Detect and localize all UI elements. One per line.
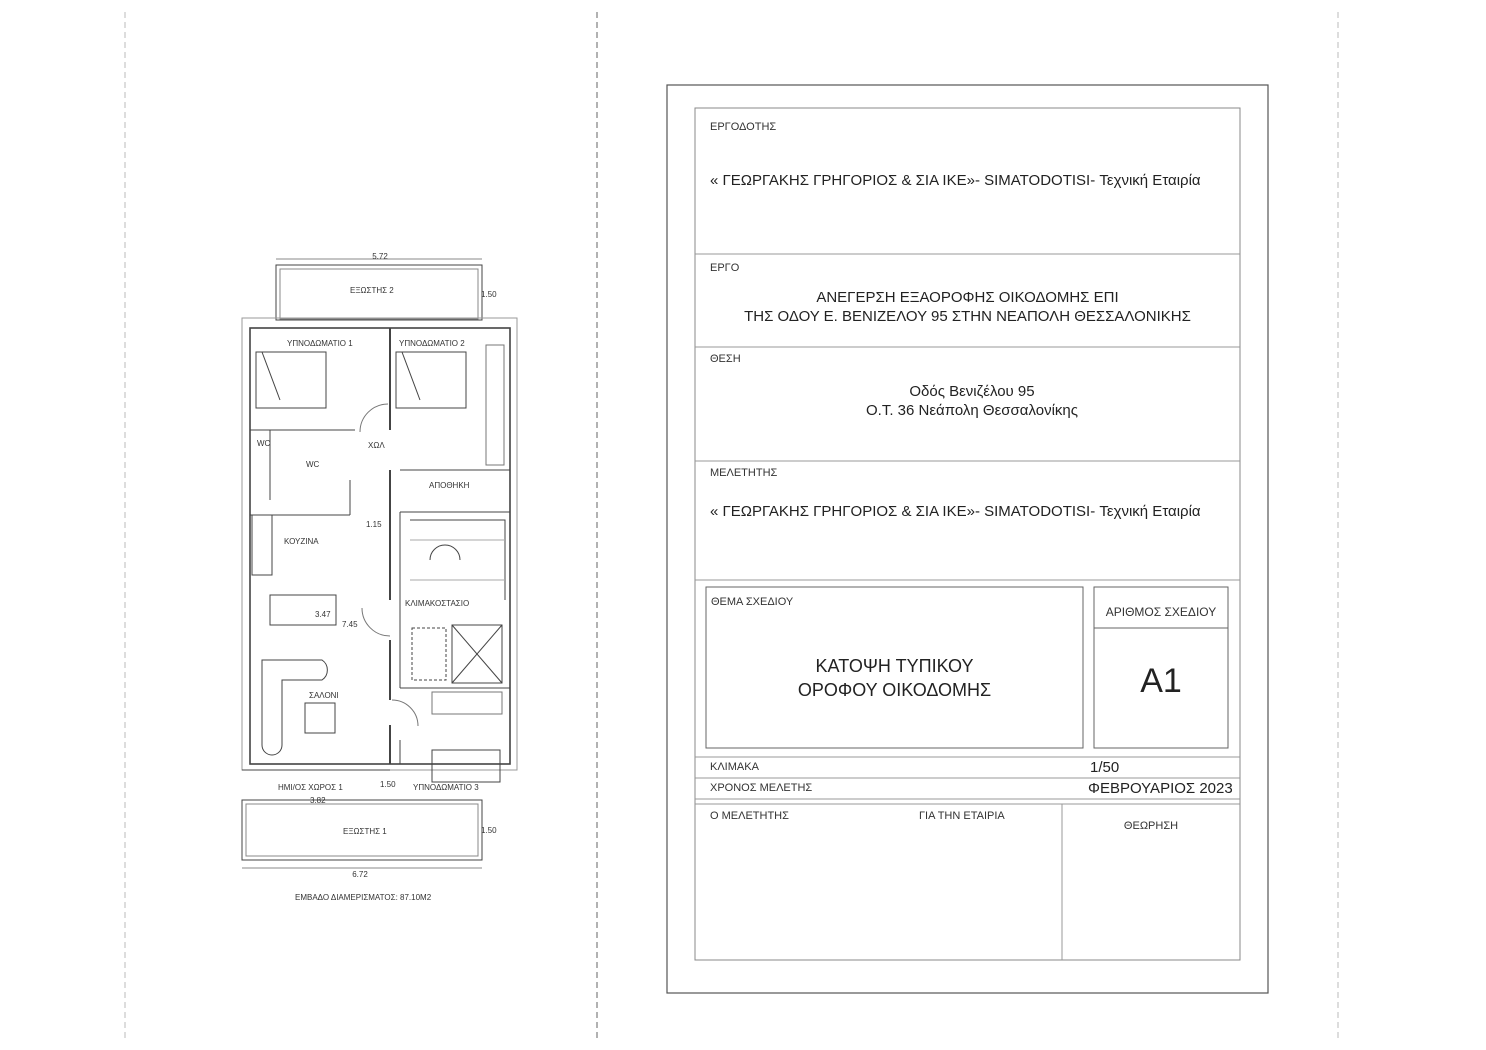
room-balcony-2: ΕΞΩΣΤΗΣ 2 [350, 286, 394, 295]
bed-3 [431, 749, 501, 783]
door-swing [359, 403, 389, 433]
title-block-outer [666, 84, 1269, 994]
room-storage: ΑΠΟΘΗΚΗ [429, 481, 470, 490]
wardrobe [485, 344, 505, 466]
dim-kitchen: 3.47 [315, 610, 331, 619]
building-inner-wall [249, 327, 511, 765]
balcony-2-outline [275, 264, 483, 321]
dim-semi-depth: 1.50 [380, 780, 396, 789]
scale-label: ΚΛΙΜΑΚΑ [710, 761, 759, 773]
void-cross [451, 624, 503, 684]
dim-corridor: 1.15 [366, 520, 382, 529]
project-line-2: ΤΗΣ ΟΔΟΥ Ε. ΒΕΝΙΖΕΛΟΥ 95 ΣΤΗΝ ΝΕΑΠΟΛΗ ΘΕ… [744, 308, 1191, 325]
location-line-2: Ο.Τ. 36 Νεάπολη Θεσσαλονίκης [866, 402, 1078, 419]
kitchen-counter [251, 514, 273, 576]
designer-value: « ΓΕΩΡΓΑΚΗΣ ΓΡΗΓΟΡΙΟΣ & ΣΙΑ ΙΚΕ»- SIMATO… [710, 503, 1201, 520]
subject-box [705, 586, 1084, 749]
project-line-1: ΑΝΕΓΕΡΣΗ ΕΞΑΟΡΟΦΗΣ ΟΙΚΟΔΟΜΗΣ ΕΠΙ [816, 289, 1119, 306]
room-balcony-1: ΕΞΩΣΤΗΣ 1 [343, 827, 387, 836]
room-hall: ΧΩΛ [368, 441, 385, 450]
room-wc-1: WC [257, 439, 271, 448]
signer-label: Ο ΜΕΛΕΤΗΤΗΣ [710, 810, 789, 822]
room-semi-outdoor: ΗΜΙ/ΟΣ ΧΩΡΟΣ 1 [278, 783, 343, 792]
room-bedroom-3: ΥΠΝΟΔΩΜΑΤΙΟ 3 [413, 783, 479, 792]
dim-semi-width: 3.82 [310, 796, 326, 805]
room-stairwell: ΚΛΙΜΑΚΟΣΤΑΣΙΟ [405, 599, 470, 608]
subject-line-1: ΚΑΤΟΨΗ ΤΥΠΙΚΟΥ [815, 656, 974, 676]
stairs [410, 519, 506, 600]
location-label: ΘΕΣΗ [710, 353, 741, 365]
client-label: ΕΡΓΟΔΟΤΗΣ [710, 121, 777, 133]
apartment-area: ΕΜΒΑΔΟ ΔΙΑΜΕΡΙΣΜΑΤΟΣ: 87.10M2 [295, 893, 432, 902]
void [451, 624, 503, 684]
balcony-1-outline [241, 799, 483, 861]
title-block-inner [694, 107, 1241, 961]
designer-label: ΜΕΛΕΤΗΤΗΣ [710, 467, 778, 479]
elevator-shaft [411, 627, 447, 681]
drawing-number-label: ΑΡΙΘΜΟΣ ΣΧΕΔΙΟΥ [1105, 605, 1217, 619]
bed-1 [255, 351, 327, 409]
bed-2 [395, 351, 467, 409]
dim-bottom-width: 6.72 [352, 870, 368, 879]
dim-balcony1-depth: 1.50 [481, 826, 497, 835]
room-wc-2: WC [306, 460, 320, 469]
sofa [261, 659, 328, 756]
subject-line-2: ΟΡΟΦΟΥ ΟΙΚΟΔΟΜΗΣ [797, 680, 992, 700]
company-label: ΓΙΑ ΤΗΝ ΕΤΑΙΡΙΑ [919, 810, 1005, 822]
dim-balcony2-depth: 1.50 [481, 290, 497, 299]
room-bedroom-1: ΥΠΝΟΔΩΜΑΤΙΟ 1 [287, 339, 353, 348]
bed-1-cover [261, 351, 281, 401]
dining-table [269, 594, 337, 626]
shelving [431, 691, 503, 715]
approval-label: ΘΕΩΡΗΣΗ [1123, 820, 1179, 832]
room-living: ΣΑΛΟΝΙ [309, 691, 339, 700]
room-bedroom-2: ΥΠΝΟΔΩΜΑΤΙΟ 2 [399, 339, 465, 348]
balcony-1-rail [245, 803, 479, 857]
location-line-1: Οδός Βενιζέλου 95 [909, 383, 1035, 400]
balcony-2-rail [279, 268, 479, 320]
drawing-number-box [1093, 586, 1229, 749]
door-swing [361, 607, 391, 637]
year-value: ΦΕΒΡΟΥΑΡΙΟΣ 2023 [1088, 780, 1233, 797]
bed-2-cover [401, 351, 421, 401]
door-swing [391, 699, 419, 727]
year-label: ΧΡΟΝΟΣ ΜΕΛΕΤΗΣ [710, 782, 813, 794]
subject-label: ΘΕΜΑ ΣΧΕΔΙΟΥ [711, 596, 794, 608]
room-kitchen: ΚΟΥΖΙΝΑ [284, 537, 319, 546]
drawing-number: A1 [1140, 662, 1182, 700]
dim-living: 7.45 [342, 620, 358, 629]
scale-value: 1/50 [1090, 759, 1120, 776]
armchair [304, 702, 336, 734]
project-label: ΕΡΓΟ [710, 262, 740, 274]
client-value: « ΓΕΩΡΓΑΚΗΣ ΓΡΗΓΟΡΙΟΣ & ΣΙΑ ΙΚΕ»- SIMATO… [710, 172, 1201, 189]
dim-top-width: 5.72 [372, 252, 388, 261]
